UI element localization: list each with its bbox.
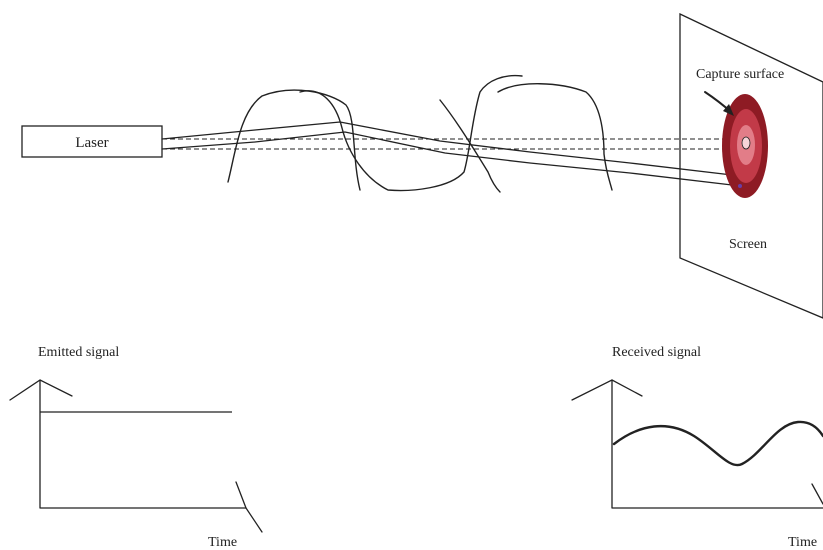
received-signal-axes (571, 379, 823, 509)
capture-spot (722, 94, 768, 198)
turbulence-cell-1 (227, 89, 361, 191)
time-label-left: Time (208, 535, 237, 550)
turbulence-cell-2 (299, 74, 523, 192)
deflected-beam-lower (161, 131, 733, 186)
turbulence-cell-3 (439, 99, 501, 193)
laser-label: Laser (75, 135, 108, 151)
laser-box (21, 125, 163, 158)
emitted-signal-title: Emitted signal (38, 345, 119, 360)
turbulence-cell-4 (497, 83, 613, 191)
capture-surface-arrowhead (723, 104, 734, 116)
screen-label: Screen (729, 237, 767, 252)
time-label-right: Time (788, 535, 817, 550)
capture-surface-label: Capture surface (696, 67, 784, 82)
deflected-beam-upper (161, 121, 733, 176)
received-signal-trace (612, 420, 823, 467)
received-signal-title: Received signal (612, 345, 701, 360)
emitted-signal-axes (9, 379, 263, 533)
